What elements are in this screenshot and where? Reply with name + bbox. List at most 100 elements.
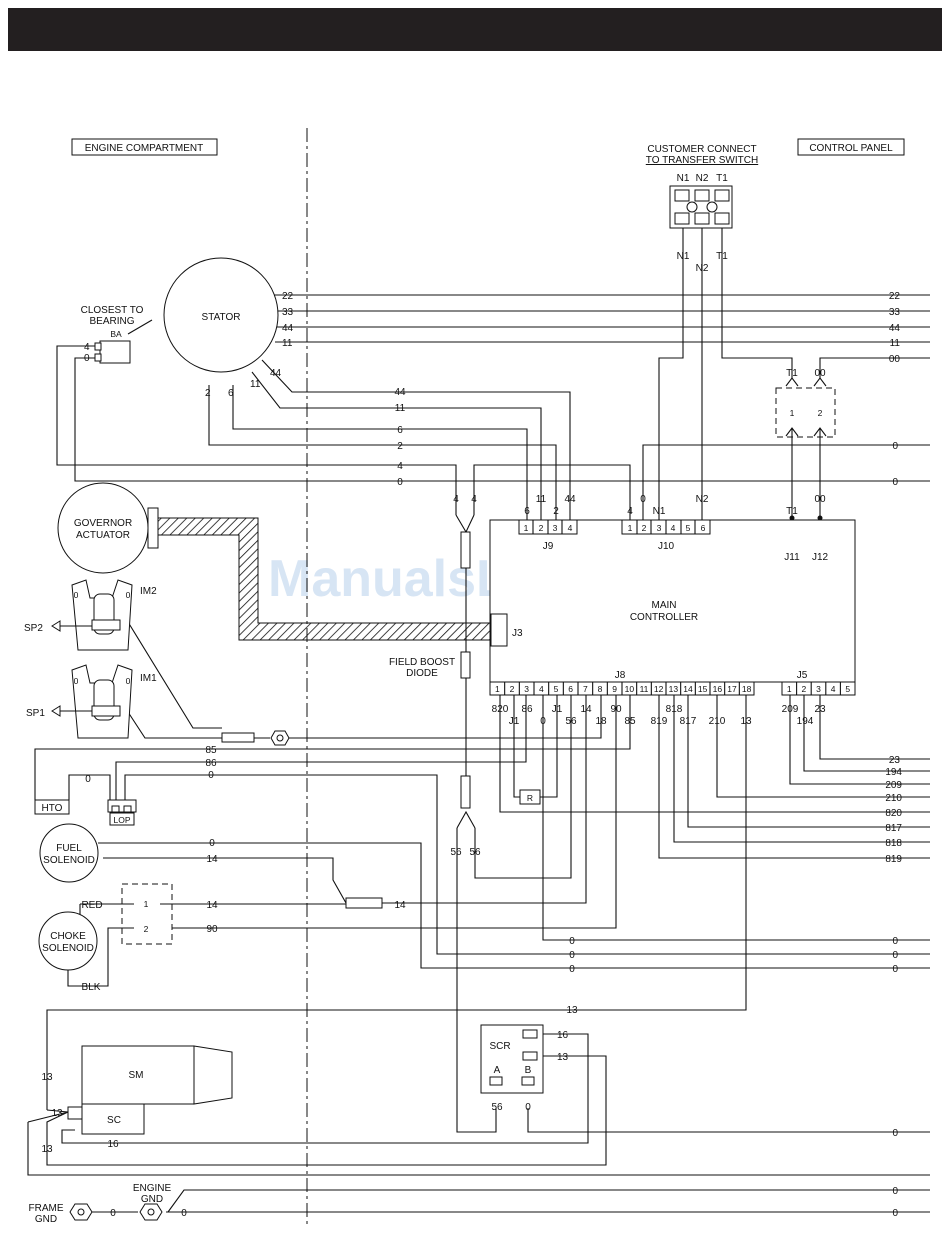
- hto-switch: HTO: [34, 799, 70, 815]
- svg-text:13: 13: [740, 716, 752, 727]
- t1-00-plug: 1 2: [775, 377, 836, 438]
- svg-text:85: 85: [624, 716, 636, 727]
- svg-text:J10: J10: [658, 541, 675, 552]
- svg-text:2: 2: [539, 523, 544, 533]
- svg-text:0: 0: [640, 494, 646, 505]
- j8-pin: 16: [713, 684, 723, 694]
- wire-lines: [27, 228, 930, 1213]
- svg-text:86: 86: [205, 758, 217, 769]
- svg-text:GND: GND: [141, 1194, 163, 1205]
- terminal-block: N1 N2 T1: [669, 173, 733, 229]
- svg-text:CLOSEST TO: CLOSEST TO: [81, 305, 144, 316]
- svg-text:0: 0: [892, 950, 898, 961]
- svg-text:13: 13: [41, 1144, 53, 1155]
- j8-pin: 7: [583, 684, 588, 694]
- connector-j3: J3: [512, 628, 523, 639]
- svg-text:00: 00: [889, 354, 901, 365]
- svg-text:209: 209: [782, 704, 799, 715]
- svg-text:0: 0: [74, 590, 79, 600]
- j5-pin: 5: [845, 684, 850, 694]
- svg-text:2: 2: [397, 441, 403, 452]
- svg-text:J5: J5: [797, 670, 808, 681]
- svg-text:SCR: SCR: [489, 1041, 510, 1052]
- svg-text:1: 1: [790, 408, 795, 418]
- svg-text:CHOKE: CHOKE: [50, 931, 86, 942]
- svg-text:T1: T1: [786, 368, 798, 379]
- svg-text:16: 16: [557, 1030, 569, 1041]
- svg-text:90: 90: [206, 924, 218, 935]
- governor-actuator: GOVERNOR ACTUATOR: [57, 482, 159, 574]
- ground-nut: [270, 730, 290, 746]
- header-bar: [8, 8, 942, 51]
- svg-text:T1: T1: [786, 506, 798, 517]
- svg-text:820: 820: [492, 704, 509, 715]
- svg-text:SM: SM: [129, 1070, 144, 1081]
- svg-text:0: 0: [569, 936, 575, 947]
- svg-text:FUEL: FUEL: [56, 843, 82, 854]
- svg-text:90: 90: [610, 704, 622, 715]
- inline-fuse: [221, 732, 255, 743]
- svg-text:DIODE: DIODE: [406, 668, 438, 679]
- svg-text:0: 0: [892, 1186, 898, 1197]
- svg-text:J12: J12: [812, 552, 829, 563]
- svg-text:44: 44: [282, 323, 294, 334]
- svg-text:0: 0: [208, 770, 214, 781]
- svg-text:0: 0: [85, 774, 91, 785]
- svg-text:23: 23: [889, 755, 901, 766]
- bearing-sensor: CLOSEST TO BEARING BA: [81, 305, 153, 364]
- svg-text:4: 4: [397, 461, 403, 472]
- svg-text:J1: J1: [552, 704, 563, 715]
- svg-text:0: 0: [110, 1208, 116, 1219]
- svg-text:GND: GND: [35, 1214, 57, 1225]
- svg-text:IM2: IM2: [140, 586, 157, 597]
- svg-text:CONTROLLER: CONTROLLER: [630, 612, 698, 623]
- svg-text:33: 33: [889, 307, 901, 318]
- svg-text:N2: N2: [696, 494, 709, 505]
- svg-text:56: 56: [491, 1102, 503, 1113]
- j8-pin: 11: [640, 684, 649, 694]
- svg-text:44: 44: [270, 368, 282, 379]
- svg-text:819: 819: [885, 854, 902, 865]
- j5-pin: 3: [816, 684, 821, 694]
- scr-module: SCR A B: [480, 1024, 544, 1094]
- j8-pin: 14: [683, 684, 693, 694]
- svg-text:209: 209: [885, 780, 902, 791]
- svg-text:4: 4: [568, 523, 573, 533]
- svg-text:11: 11: [250, 379, 261, 390]
- fuel-fuse: [345, 897, 383, 909]
- svg-text:44: 44: [564, 494, 576, 505]
- svg-text:0: 0: [892, 964, 898, 975]
- svg-text:210: 210: [709, 716, 726, 727]
- svg-text:0: 0: [525, 1102, 531, 1113]
- svg-text:A: A: [494, 1065, 501, 1076]
- choke-solenoid: CHOKE SOLENOID: [38, 911, 98, 971]
- im2-sensor: 0 0 IM2 SP2: [24, 579, 157, 651]
- svg-text:0: 0: [569, 950, 575, 961]
- im1-sensor: 0 0 IM1 SP1: [26, 664, 157, 739]
- svg-text:BLK: BLK: [82, 982, 101, 993]
- svg-text:817: 817: [680, 716, 697, 727]
- svg-text:4: 4: [453, 494, 459, 505]
- svg-text:3: 3: [553, 523, 558, 533]
- svg-text:56: 56: [469, 847, 481, 858]
- svg-text:J8: J8: [615, 670, 626, 681]
- svg-text:HTO: HTO: [42, 803, 63, 814]
- svg-text:SOLENOID: SOLENOID: [43, 855, 95, 866]
- svg-text:T1: T1: [716, 251, 728, 262]
- svg-text:3: 3: [657, 523, 662, 533]
- stator: STATOR: [163, 257, 279, 373]
- svg-text:6: 6: [397, 425, 403, 436]
- svg-text:0: 0: [540, 716, 546, 727]
- svg-text:818: 818: [885, 838, 902, 849]
- svg-text:0: 0: [126, 590, 131, 600]
- svg-text:6: 6: [524, 506, 530, 517]
- svg-text:GOVERNOR: GOVERNOR: [74, 518, 132, 529]
- svg-text:14: 14: [206, 900, 218, 911]
- svg-text:0: 0: [181, 1208, 187, 1219]
- connector-j11: J11: [784, 515, 800, 563]
- svg-text:0: 0: [397, 477, 403, 488]
- svg-text:0: 0: [892, 1128, 898, 1139]
